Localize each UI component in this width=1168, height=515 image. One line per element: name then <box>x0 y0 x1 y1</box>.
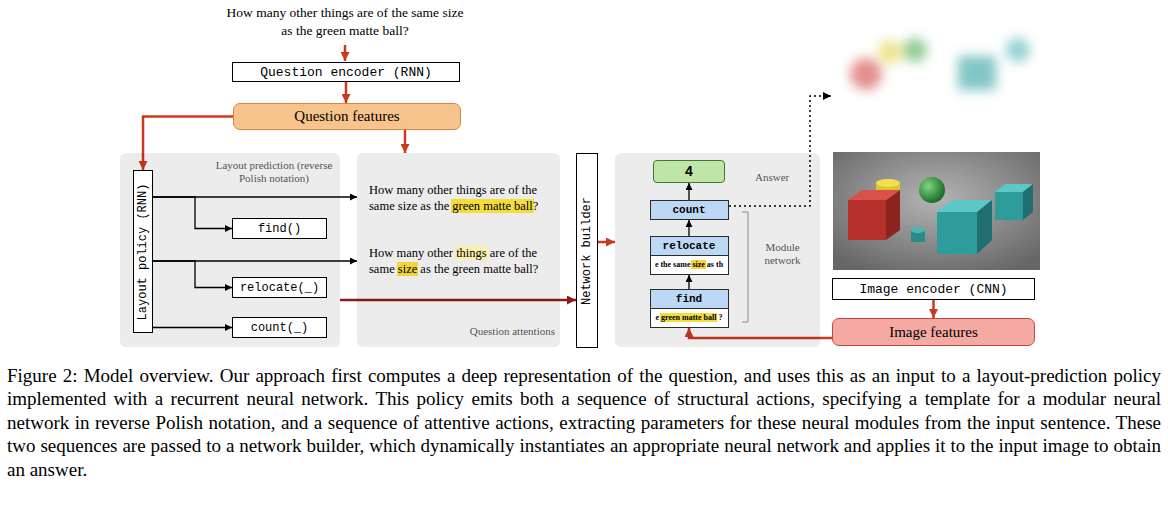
flow-arrow <box>932 300 935 318</box>
teal-cube <box>977 200 992 254</box>
panel-label: Module network <box>750 241 815 267</box>
attention-map <box>833 8 1040 148</box>
attention-blob <box>903 38 927 62</box>
flow-arrow <box>345 82 348 103</box>
box-label: count <box>672 204 705 216</box>
box-label: Layout policy (RNN) <box>136 183 150 320</box>
box-label: Image features <box>889 324 978 341</box>
panel-heading: Question attentions <box>447 325 555 338</box>
attention-blobs <box>850 38 1030 90</box>
action-box: find() <box>232 218 327 239</box>
teal-cube <box>995 192 1023 220</box>
box-label: find() <box>258 222 301 236</box>
attention-blob <box>850 58 882 90</box>
panel-heading: Layout prediction (reverse Polish notati… <box>212 159 336 185</box>
box-label: Image encoder (CNN) <box>859 282 1007 297</box>
attended-question: How many other things are of the same si… <box>369 246 555 277</box>
panel-label: Answer <box>755 171 810 184</box>
green-ball <box>919 177 945 203</box>
teal-cube <box>937 212 977 254</box>
teal-cube <box>1023 184 1033 220</box>
module-panel: AnswerModule network 4 count relocatee the … <box>615 153 820 347</box>
box-label: Question features <box>294 108 399 125</box>
yellow-cylinder <box>876 179 900 187</box>
scene-objects <box>848 177 1033 254</box>
question-text: How many other things are of the same si… <box>225 4 465 39</box>
figure-caption: Figure 2: Model overview. Our approach f… <box>7 364 1161 481</box>
teal-cylinder <box>911 227 925 233</box>
scene-image <box>833 152 1040 270</box>
attention-blob <box>958 56 996 90</box>
box-label: count(_) <box>251 321 309 335</box>
red-cube <box>848 200 886 240</box>
box-label: 4 <box>685 164 693 180</box>
layout-panel: Layout prediction (reverse Polish notati… <box>120 153 340 347</box>
action-box: relocate(_) <box>232 277 327 298</box>
module-name: find <box>651 290 728 309</box>
module-name: relocate <box>651 237 728 256</box>
answer-box: 4 <box>653 160 725 183</box>
action-box: count(_) <box>232 317 327 338</box>
input-arrow <box>344 45 347 61</box>
module-attention: e green matte ball ? <box>651 309 728 326</box>
red-cube <box>886 190 900 240</box>
box-label: Question encoder (RNN) <box>260 65 432 80</box>
feature-box: Question features <box>233 103 461 130</box>
attention-panel: How many other things are of the same si… <box>357 153 560 347</box>
builder-box: Network builder <box>576 153 598 348</box>
attention-blob <box>878 40 902 64</box>
flow-arrow <box>598 241 615 244</box>
attention-blob <box>1006 38 1030 62</box>
box-label: Network builder <box>580 196 594 304</box>
module-box: count <box>650 200 729 220</box>
module-attention: e the same size as th <box>651 256 728 273</box>
feature-box: Image features <box>832 318 1035 346</box>
policy-box: Layout policy (RNN) <box>133 170 153 333</box>
attended-question: How many other things are of the same si… <box>369 183 555 214</box>
box-label: relocate(_) <box>240 281 319 295</box>
module-box: finde green matte ball ? <box>650 289 729 328</box>
flow-arrow <box>404 130 407 153</box>
module-box: relocatee the same size as th <box>650 236 729 275</box>
encoder-box: Image encoder (CNN) <box>832 278 1035 300</box>
encoder-box: Question encoder (RNN) <box>232 62 460 82</box>
